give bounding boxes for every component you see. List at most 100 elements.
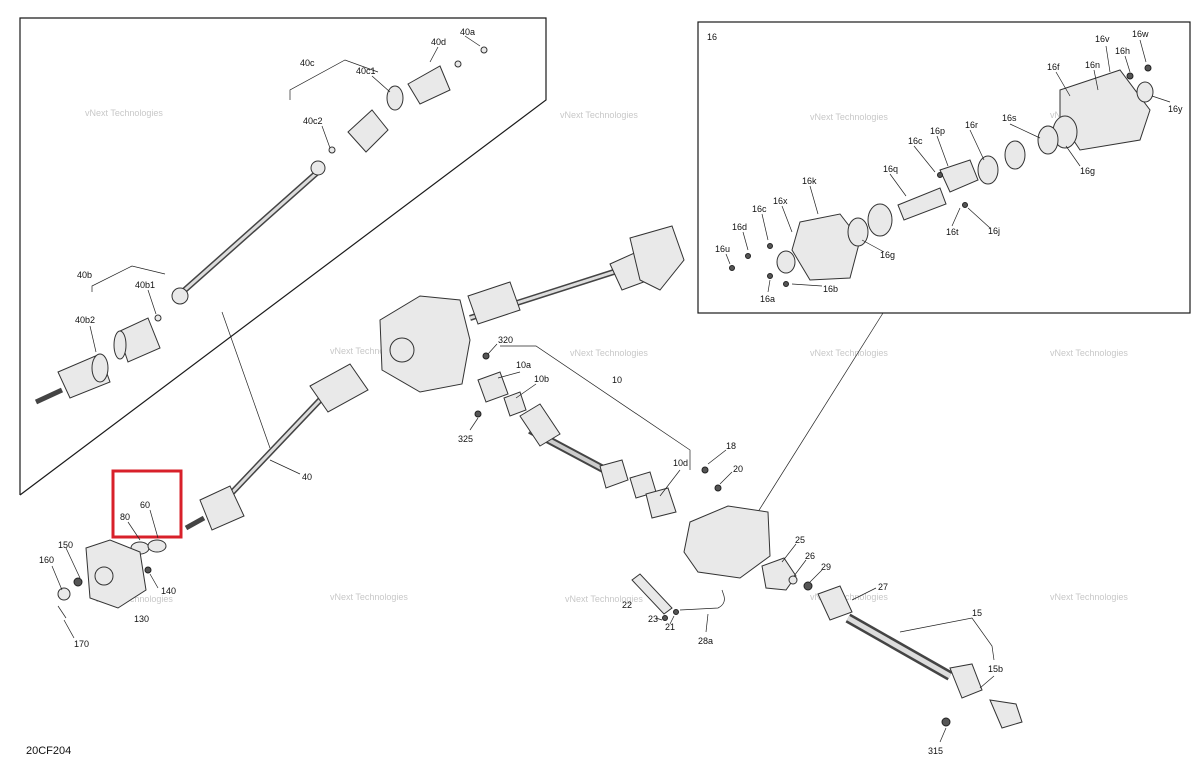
callout-16b: 16b — [823, 284, 838, 294]
leader — [659, 469, 681, 497]
callout-10b: 10b — [534, 374, 549, 384]
axle-detail-inset: 40a 40d 40c 40c1 40c2 40b 40b1 40b2 — [19, 17, 547, 496]
leader — [761, 213, 769, 241]
actuator-cable-28a — [679, 589, 725, 611]
callout-40c: 40c — [300, 58, 315, 68]
callout-26: 26 — [805, 551, 815, 561]
callout-10d: 10d — [673, 458, 688, 468]
leader — [63, 619, 75, 639]
tripod-joint — [171, 287, 189, 305]
leader — [793, 559, 807, 577]
watermark: vNext Technologies — [810, 592, 888, 602]
transmission-output — [389, 337, 415, 363]
callout-40c1: 40c1 — [356, 66, 376, 76]
leader — [89, 325, 97, 353]
leader — [967, 207, 991, 229]
inset-16-frame — [697, 21, 1191, 314]
leader — [127, 521, 141, 541]
callout-40b: 40b — [77, 270, 92, 280]
right-wheel-hub — [629, 225, 685, 291]
bolt-320 — [482, 352, 490, 360]
axle-shaft-highlight — [177, 168, 321, 298]
transmission-housing — [379, 295, 471, 393]
callout-40b1: 40b1 — [135, 280, 155, 290]
yoke-10d-c — [645, 487, 677, 519]
callout-80: 80 — [120, 512, 130, 522]
callout-16v: 16v — [1095, 34, 1110, 44]
callout-16s: 16s — [1002, 113, 1017, 123]
washer-16a — [767, 273, 773, 279]
callout-10a: 10a — [516, 360, 531, 370]
callout-320: 320 — [498, 335, 513, 345]
hub-nut-160 — [57, 587, 71, 601]
leader — [515, 383, 537, 399]
stub-shaft — [34, 387, 64, 405]
differential-detail-inset: 16 — [697, 21, 1191, 516]
callout-40a: 40a — [460, 27, 475, 37]
leader — [1055, 71, 1071, 97]
front-axle-inner-boot — [309, 363, 369, 413]
leader — [669, 615, 675, 625]
cv-housing-inner — [407, 65, 451, 105]
watermark: vNext Technologies — [1050, 592, 1128, 602]
watermark: vNext Technologies — [330, 346, 408, 356]
bearing-60 — [147, 539, 167, 553]
bolt-16v — [1144, 64, 1152, 72]
leader — [51, 565, 63, 591]
leader — [705, 613, 709, 633]
callout-16g-right: 16g — [1080, 166, 1095, 176]
output-flange-25 — [761, 557, 797, 591]
front-axle-shaft-hl — [223, 398, 322, 502]
watermark: vNext Technologies — [560, 110, 638, 120]
bolt-16j — [962, 202, 968, 208]
inset-frame — [19, 17, 547, 496]
leader — [1105, 45, 1111, 73]
bracket-15 — [899, 617, 995, 661]
callout-25: 25 — [795, 535, 805, 545]
bolt-16c-top — [937, 172, 943, 178]
callout-16c: 16c — [752, 204, 767, 214]
clamp-ring — [91, 353, 109, 383]
callout-18: 18 — [726, 441, 736, 451]
leader — [936, 135, 949, 167]
watermark: vNext Technologies — [570, 348, 648, 358]
leader — [429, 46, 439, 63]
callout-20: 20 — [733, 464, 743, 474]
callout-16w: 16w — [1132, 29, 1149, 39]
propshaft-boot — [519, 403, 561, 447]
snap-ring — [454, 60, 462, 68]
gear-16r — [977, 155, 999, 185]
shim-16s — [1037, 125, 1059, 155]
bracket-40b — [91, 265, 166, 292]
callout-28a: 28a — [698, 636, 713, 646]
shim-16q — [867, 203, 893, 237]
watermark: vNext Technologies — [810, 112, 888, 122]
front-axle-outer-boot — [199, 485, 245, 531]
tripod-joint-inner — [310, 160, 326, 176]
leader — [725, 253, 731, 265]
callout-16y: 16y — [1168, 104, 1183, 114]
leader — [767, 279, 771, 293]
callout-16q: 16q — [883, 164, 898, 174]
right-axle-inner-boot — [467, 281, 521, 325]
watermark: vNext Technologies — [95, 594, 173, 604]
bolt-20 — [714, 484, 722, 492]
flange-yoke — [989, 699, 1023, 729]
leader — [147, 289, 157, 315]
callout-325: 325 — [458, 434, 473, 444]
callout-150: 150 — [58, 540, 73, 550]
leader — [809, 569, 823, 583]
leader — [781, 543, 797, 563]
inset-callout-line — [221, 311, 271, 449]
bolt-16b — [783, 281, 789, 287]
diagram-code: 20CF204 — [26, 745, 71, 757]
leader — [655, 617, 663, 621]
callout-16c-top: 16c — [908, 136, 923, 146]
bolt-23 — [662, 615, 668, 621]
leader — [719, 471, 733, 485]
watermark: vNext Technologies — [330, 592, 408, 602]
leader — [861, 239, 885, 253]
callout-40c2: 40c2 — [303, 116, 323, 126]
